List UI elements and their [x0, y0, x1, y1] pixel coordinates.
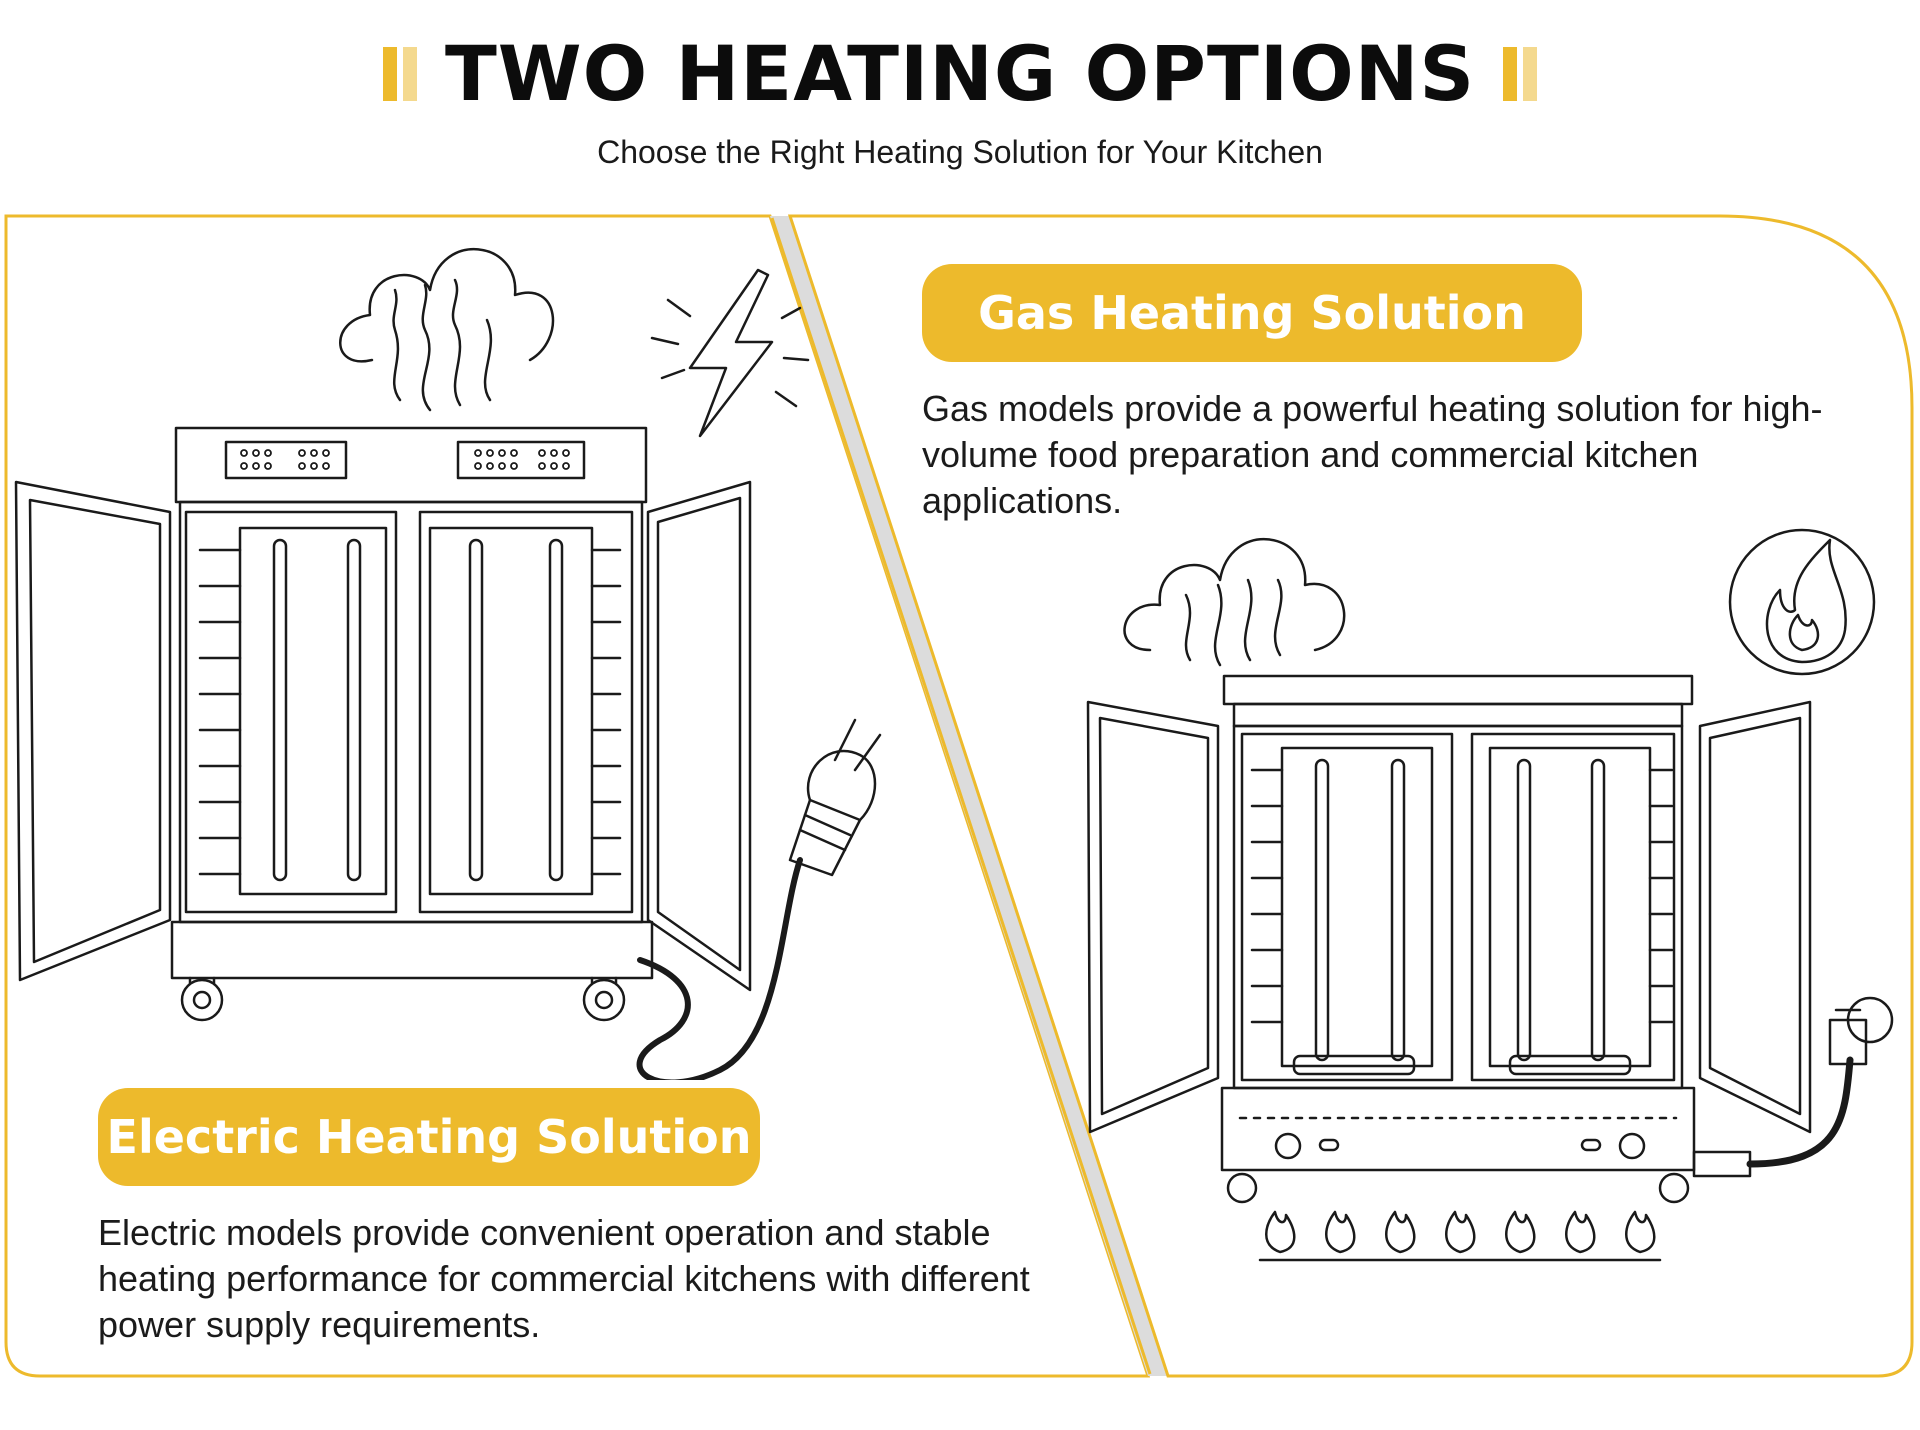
electric-description: Electric models provide convenient opera… [98, 1212, 1030, 1345]
gas-description: Gas models provide a powerful heating so… [922, 388, 1823, 521]
title-row: TWO HEATING OPTIONS [0, 36, 1920, 112]
steam-cloud-icon [339, 247, 555, 412]
gas-cabinet-illustration [1086, 528, 1894, 1262]
page-title: TWO HEATING OPTIONS [444, 29, 1476, 118]
steam-cloud-icon [1123, 537, 1346, 667]
page-subtitle: Choose the Right Heating Solution for Yo… [597, 134, 1323, 170]
burner-flames-icon [1258, 1210, 1662, 1262]
lightning-bolt-icon [650, 268, 810, 438]
title-accent-left [382, 47, 417, 101]
gas-valve-icon [1692, 996, 1894, 1178]
header: TWO HEATING OPTIONS Choose the Right Hea… [0, 0, 1920, 190]
electric-cabinet-illustration [14, 247, 882, 1080]
gas-label-pill: Gas Heating Solution [922, 264, 1582, 362]
electric-label-pill: Electric Heating Solution [98, 1088, 760, 1186]
power-plug-icon [788, 718, 882, 877]
title-accent-right [1503, 47, 1538, 101]
flame-badge-icon [1728, 528, 1876, 676]
